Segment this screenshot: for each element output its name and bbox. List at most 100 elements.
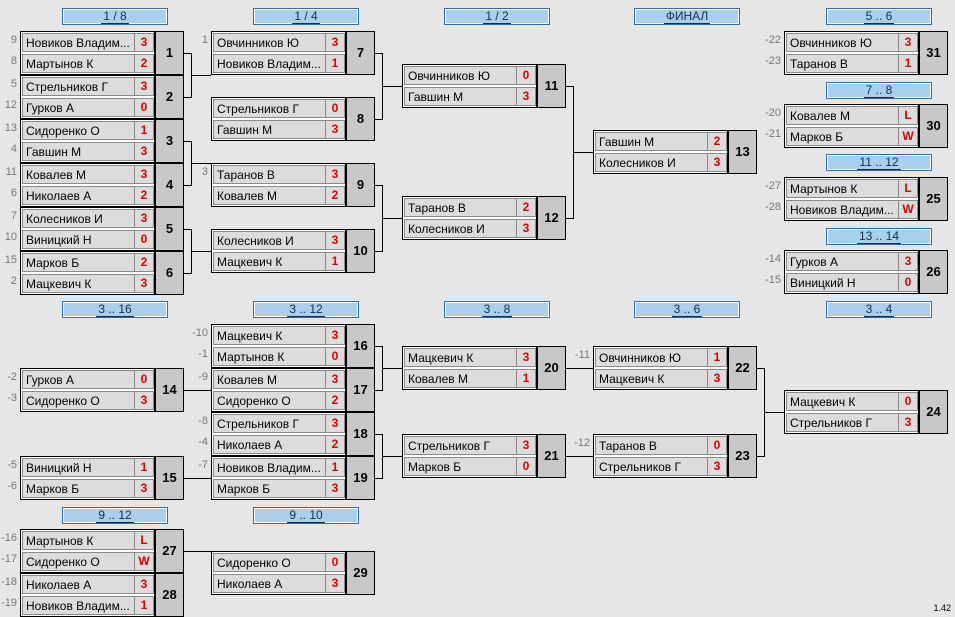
player-name: Мацкевич К <box>599 372 665 386</box>
player-row[interactable]: Новиков Владим...1 <box>22 596 154 615</box>
player-score: 3 <box>707 370 726 387</box>
player-score: 3 <box>707 154 726 171</box>
player-name: Марков Б <box>26 482 80 496</box>
seed-label: -10 <box>192 327 208 339</box>
match-number: 15 <box>155 456 184 500</box>
player-row[interactable]: Мацкевич К 3 <box>595 369 727 388</box>
seed-label: -22 <box>765 34 781 46</box>
player-score: 0 <box>898 393 917 410</box>
player-name: Николаев А <box>26 189 92 203</box>
match-number: 22 <box>728 346 757 390</box>
match-number: 1 <box>155 31 184 75</box>
round-header-label: 9 .. 10 <box>287 508 325 523</box>
bracket-connector <box>184 551 211 552</box>
player-row[interactable]: Новиков Владим... 1 <box>213 54 345 73</box>
player-score: 1 <box>325 55 344 72</box>
seed-label: -1 <box>198 348 208 360</box>
player-score: 3 <box>134 34 153 51</box>
player-score: 0 <box>325 554 344 571</box>
player-row[interactable]: Новиков Владим...W <box>786 200 918 219</box>
round-header: 9 .. 12 <box>62 507 168 524</box>
player-row[interactable]: Новиков Владим...3 <box>22 33 154 52</box>
seed-label: -23 <box>765 55 781 67</box>
player-score: L <box>898 180 917 197</box>
player-score: W <box>898 128 917 145</box>
player-name: Стрельников Г <box>217 417 299 431</box>
player-score: 0 <box>707 437 726 454</box>
seed-label: 7 <box>10 210 17 222</box>
player-score: 2 <box>325 392 344 409</box>
player-score: 3 <box>134 392 153 409</box>
round-header-label: 3 .. 16 <box>96 302 134 317</box>
bracket-connector <box>375 434 382 435</box>
player-name: Новиков Владим... <box>217 57 321 71</box>
player-score: 0 <box>134 231 153 248</box>
player-row[interactable]: Новиков Владим...1 <box>213 458 345 477</box>
match-number: 6 <box>155 251 184 295</box>
match-number: 23 <box>728 434 757 478</box>
player-name: Колесников И <box>408 222 485 236</box>
seed-label: -20 <box>765 107 781 119</box>
player-score: 0 <box>898 274 917 291</box>
